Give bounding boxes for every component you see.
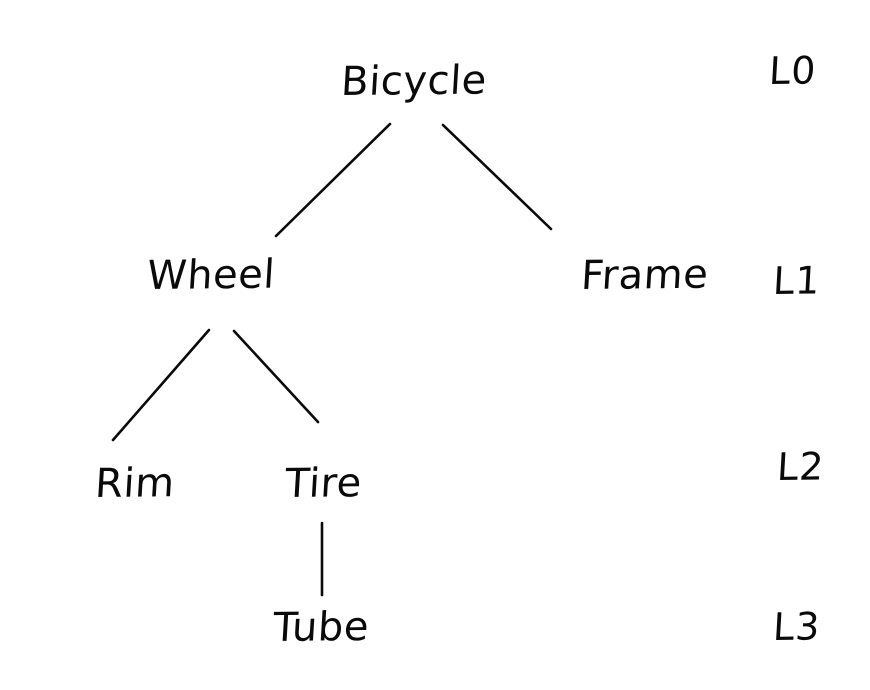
level-label-l2: L2 (775, 444, 826, 489)
node-rim[interactable]: Rim (93, 460, 176, 507)
node-tire[interactable]: Tire (283, 460, 364, 507)
node-wheel[interactable]: Wheel (145, 251, 277, 299)
level-label-l1: L1 (771, 258, 822, 303)
edge-wheel-rim (111, 328, 211, 442)
node-tube[interactable]: Tube (271, 604, 371, 651)
node-frame[interactable]: Frame (579, 251, 710, 299)
edge-bicycle-wheel (274, 122, 392, 238)
level-label-l3: L3 (771, 604, 822, 649)
edge-wheel-tire (232, 329, 320, 424)
level-label-l0: L0 (767, 48, 818, 93)
node-bicycle[interactable]: Bicycle (339, 57, 489, 105)
edge-bicycle-frame (441, 123, 553, 231)
